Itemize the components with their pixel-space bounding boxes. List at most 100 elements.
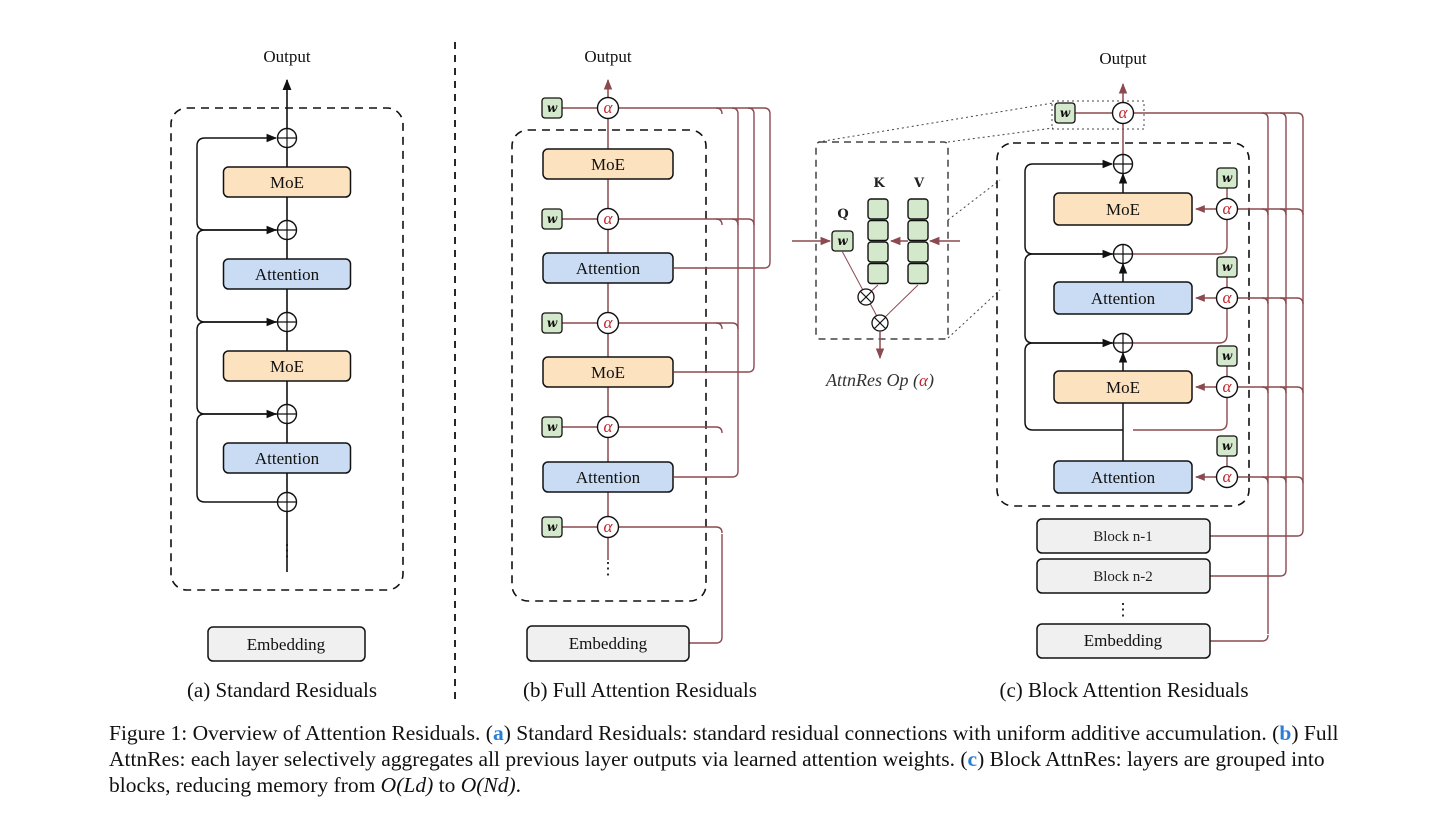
route-junction: [1279, 386, 1287, 394]
panel-a-ellipsis: ⋮: [279, 541, 296, 560]
alpha-circle: [596, 96, 620, 120]
w-label: w: [547, 316, 558, 330]
q-label: Q: [837, 207, 848, 222]
attnres-op-caption: AttnRes Op (α): [825, 370, 934, 391]
alpha-circle: [1215, 286, 1239, 310]
w-box: [541, 208, 563, 230]
figure-caption: Figure 1: Overview of Attention Residual…: [109, 721, 1339, 797]
add-icon: [276, 491, 298, 513]
value-cell: [907, 219, 929, 242]
panel-c-layer-group: [996, 142, 1250, 507]
alpha-residual-line: [1133, 397, 1228, 431]
add-icon: [276, 127, 298, 149]
skip-connection: [196, 409, 278, 503]
panel_c-moe-box: [1053, 370, 1193, 404]
route-junction: [1279, 476, 1287, 484]
w-label: w: [547, 420, 558, 434]
route-junction: [715, 322, 723, 330]
zoom-guide-line: [947, 179, 1001, 221]
alpha-circle: [1215, 375, 1239, 399]
route-line: [1237, 297, 1304, 305]
panel-c-caption: (c) Block Attention Residuals: [999, 678, 1248, 702]
route-junction: [731, 107, 739, 115]
alpha-icon: α: [1215, 465, 1239, 489]
panel-c-embedding-label: Embedding: [1084, 631, 1163, 650]
alpha-label: α: [1223, 377, 1233, 396]
panel_c-moe-box: [1053, 192, 1193, 226]
w-box: [541, 312, 563, 334]
panel-c-output-label: Output: [1099, 49, 1147, 68]
panel_a-moe-box: [222, 350, 352, 382]
route-line: [674, 114, 755, 373]
w-query-icon: w: [541, 416, 563, 438]
alpha-circle: [596, 515, 620, 539]
route-line: [674, 534, 723, 644]
panel_c-attention-box: [1053, 460, 1193, 494]
panel-c: Output MoEAttentionMoEAttentionαwαwαwαwα…: [996, 49, 1304, 702]
w-query-icon: w: [1216, 345, 1238, 367]
panel_b-attention-label: Attention: [576, 259, 641, 278]
add-icon: [276, 311, 298, 333]
w-label: w: [547, 520, 558, 534]
panel_a-moe-label: MoE: [270, 357, 304, 376]
w-box: [541, 516, 563, 538]
add-icon: [1112, 153, 1134, 175]
w-query-icon: w: [1216, 435, 1238, 457]
panel_a-moe-label: MoE: [270, 173, 304, 192]
route-line: [674, 114, 739, 478]
w-label: w: [547, 212, 558, 226]
alpha-label: α: [604, 313, 614, 332]
route-line: [618, 322, 739, 330]
w-box: [1216, 345, 1238, 367]
caption-math-ld: O(Ld): [380, 773, 434, 797]
route-junction: [1261, 476, 1269, 484]
alpha-icon: α: [1111, 101, 1135, 125]
caption-ref-a[interactable]: a: [492, 721, 504, 745]
panel_b-moe-label: MoE: [591, 155, 625, 174]
caption-ref-b[interactable]: b: [1279, 721, 1292, 745]
alpha-circle: [596, 415, 620, 439]
caption-a-text: Standard Residuals: standard residual co…: [516, 721, 1267, 745]
panel-a-embedding-box: [207, 626, 366, 662]
zoom-source-region: [1051, 100, 1145, 130]
block-n-1-label: Block n-1: [1093, 529, 1153, 545]
alpha-icon: α: [1215, 197, 1239, 221]
alpha-circle: [1215, 197, 1239, 221]
alpha-circle: [596, 311, 620, 335]
route-junction: [715, 107, 723, 115]
route-line: [618, 426, 723, 434]
panel-a-caption: (a) Standard Residuals: [187, 678, 377, 702]
route-line: [1210, 529, 1304, 537]
route-junction: [1261, 208, 1269, 216]
w-box: [541, 97, 563, 119]
value-cell: [907, 198, 929, 220]
k-label: K: [873, 176, 885, 191]
v-label: V: [913, 176, 925, 191]
alpha-circle: [1215, 465, 1239, 489]
caption-ref-c[interactable]: c: [967, 747, 978, 771]
key-cell: [867, 241, 889, 263]
panel-b-layer-group: [511, 129, 707, 602]
panel-c-ellipsis: ⋮: [1115, 600, 1132, 619]
panel-b-embedding-box: [526, 625, 690, 662]
panel_b-moe-box: [542, 356, 674, 388]
w-query-icon: w: [541, 516, 563, 538]
route-line: [1210, 634, 1269, 642]
w-query-icon: w: [1216, 167, 1238, 189]
key-cell: [867, 198, 889, 220]
panel-b: Output MoEAttentionMoEAttentionαwαwαwαwα…: [511, 47, 771, 702]
w-box: [1216, 435, 1238, 457]
panel_c-moe-label: MoE: [1106, 200, 1140, 219]
zoom-guide-line: [817, 102, 1054, 143]
w-query-icon: w: [541, 312, 563, 334]
panel_c-attention-box: [1053, 281, 1193, 315]
w-query-icon: w: [1216, 256, 1238, 278]
route-line: [1210, 569, 1287, 577]
route-line: [1261, 112, 1269, 634]
alpha-label: α: [604, 517, 614, 536]
value-cell: [907, 241, 929, 263]
alpha-label: α: [604, 209, 614, 228]
panel_b-attention-label: Attention: [576, 468, 641, 487]
alpha-circle: [1111, 101, 1135, 125]
